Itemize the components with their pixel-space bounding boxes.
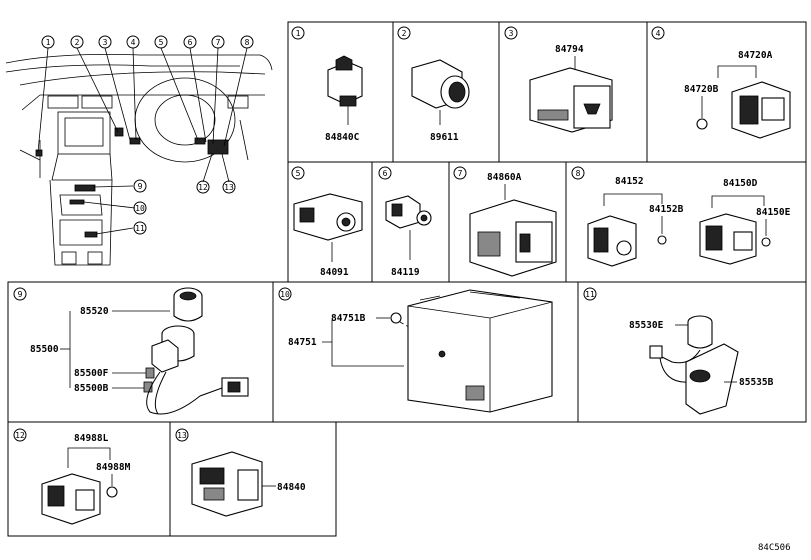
callout-2: 2	[75, 38, 80, 47]
panel-11: 11 85530E 85535B	[583, 287, 774, 415]
panel-index-8: 8	[576, 169, 581, 178]
part-label-85500: 85500	[30, 344, 59, 355]
panel-index-9: 9	[18, 290, 23, 299]
part-label-84150E: 84150E	[756, 207, 791, 218]
part-label-84152: 84152	[615, 176, 644, 187]
diagram-code: 84C506	[758, 543, 791, 553]
panel-1: 1 84840C	[291, 26, 363, 143]
part-label-85520: 85520	[80, 306, 109, 317]
part-label-85500B: 85500B	[74, 383, 109, 394]
overview-callouts: 1 2 3 4 5 6 7 8 9 10 11 12 13	[41, 35, 254, 235]
callout-12: 12	[198, 183, 208, 192]
callout-9: 9	[138, 182, 143, 191]
callout-7: 7	[216, 38, 221, 47]
panel-3: 3 84794	[504, 26, 613, 133]
dashboard-overview: 1 2 3 4 5 6 7 8 9 10 11 12 13	[5, 35, 273, 266]
part-label-84751B: 84751B	[331, 313, 366, 324]
part-label-84119: 84119	[391, 267, 420, 278]
callout-4: 4	[131, 38, 136, 47]
panel-index-2: 2	[402, 29, 407, 38]
panel-index-3: 3	[509, 29, 514, 38]
part-label-84794: 84794	[555, 44, 584, 55]
part-label-84091: 84091	[320, 267, 349, 278]
panel-index-6: 6	[383, 169, 388, 178]
part-label-85500F: 85500F	[74, 368, 109, 379]
panel-index-10: 10	[280, 290, 290, 299]
panel-10: 10 84751B 84751	[278, 287, 553, 413]
callout-8: 8	[245, 38, 250, 47]
panel-9: 9 85520 85500 85500F 85500B	[13, 287, 249, 415]
panel-grid	[7, 21, 807, 537]
part-label-84988M: 84988M	[96, 462, 131, 473]
part-label-84840C: 84840C	[325, 132, 360, 143]
panel-index-1: 1	[296, 29, 301, 38]
part-label-85535B: 85535B	[739, 377, 774, 388]
panel-13: 13 84840	[175, 428, 306, 517]
callout-5: 5	[159, 38, 164, 47]
part-label-85530E: 85530E	[629, 320, 664, 331]
callout-3: 3	[103, 38, 108, 47]
panel-7: 7 84860A	[453, 166, 557, 277]
callout-13: 13	[224, 183, 234, 192]
panel-2: 2 89611	[397, 26, 470, 143]
part-label-84751: 84751	[288, 337, 317, 348]
part-label-84840: 84840	[277, 482, 306, 493]
panel-8: 8 84152 84152B 84150D 84150E	[571, 166, 791, 267]
part-label-84988L: 84988L	[74, 433, 109, 444]
panel-4: 4 84720A 84720B	[651, 26, 791, 139]
part-label-84720A: 84720A	[738, 50, 773, 61]
part-label-84720B: 84720B	[684, 84, 719, 95]
panel-12: 12 84988L 84988M	[13, 428, 131, 525]
panel-index-11: 11	[585, 290, 595, 299]
callout-1: 1	[46, 38, 51, 47]
part-label-84150D: 84150D	[723, 178, 758, 189]
panel-index-7: 7	[458, 169, 463, 178]
part-label-89611: 89611	[430, 132, 459, 143]
part-label-84152B: 84152B	[649, 204, 684, 215]
panel-index-13: 13	[177, 431, 187, 440]
panel-6: 6 84119	[378, 166, 432, 278]
panel-5: 5 84091	[291, 166, 363, 278]
panel-index-5: 5	[296, 169, 301, 178]
callout-11: 11	[135, 224, 145, 233]
callout-6: 6	[188, 38, 193, 47]
panel-index-4: 4	[656, 29, 661, 38]
callout-10: 10	[135, 204, 145, 213]
panel-index-12: 12	[15, 431, 25, 440]
part-label-84860A: 84860A	[487, 172, 522, 183]
